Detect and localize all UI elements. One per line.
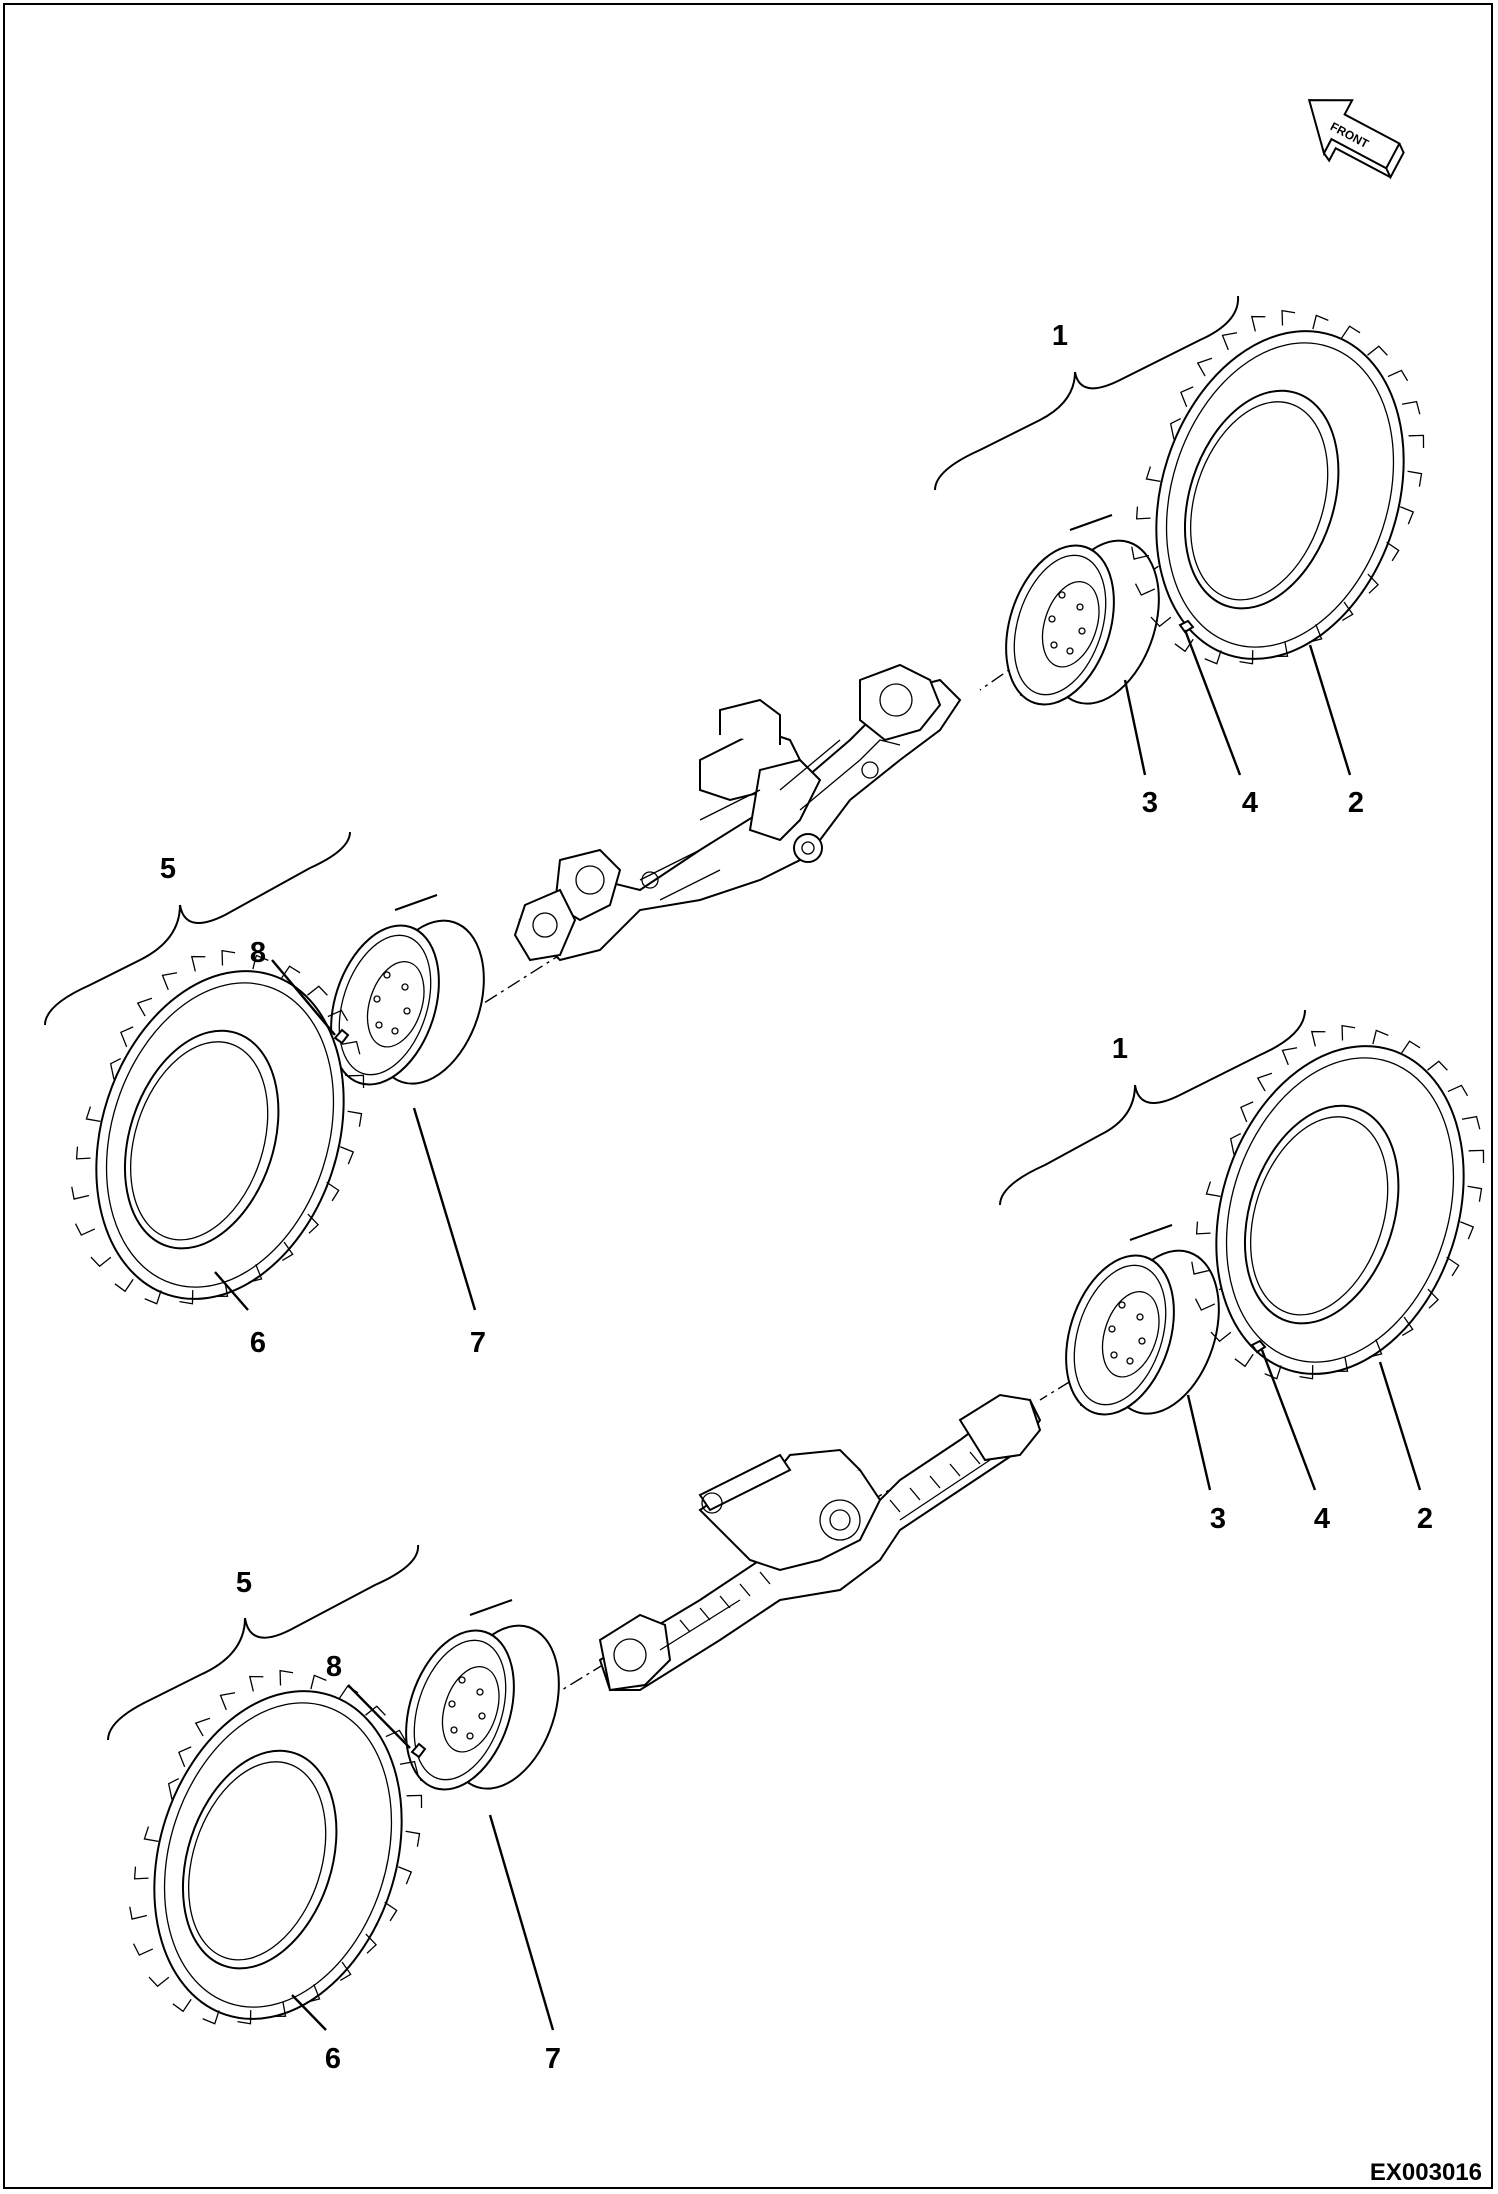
- callout-wheel-assembly-left: 5: [160, 853, 176, 885]
- rear-axle-housing: [598, 1393, 1042, 1692]
- callout-valve-right-rear: 4: [1314, 1503, 1330, 1535]
- front-right-rim: [986, 514, 1180, 720]
- rear-right-brace: [999, 1009, 1306, 1206]
- rear-axle-assembly: 1 3 4 2 5 8 6 7: [95, 995, 1498, 2075]
- front-right-brace: [934, 295, 1240, 491]
- rear-left-valve: [410, 1742, 427, 1759]
- front-left-brace: [44, 831, 351, 1026]
- callout-rim-right: 3: [1142, 787, 1158, 819]
- rear-right-valve: [1250, 1339, 1267, 1354]
- rear-right-rim: [1046, 1224, 1240, 1430]
- front-right-valve: [1178, 619, 1195, 634]
- callout-rim-right-rear: 3: [1210, 1503, 1226, 1535]
- front-axle-housing: [513, 663, 962, 962]
- front-arrow-icon: FRONT: [1307, 99, 1405, 180]
- callout-wheel-assembly-right-rear: 1: [1112, 1033, 1128, 1065]
- front-axle-assembly: 1 3 4 2 5 8 6 7: [37, 280, 1463, 1359]
- callout-tire-left-rear: 6: [325, 2043, 341, 2075]
- callout-wheel-assembly-right: 1: [1052, 320, 1068, 352]
- callout-valve-right: 4: [1242, 787, 1258, 819]
- rear-left-rim: [386, 1599, 580, 1805]
- callout-valve-left-rear: 8: [326, 1651, 342, 1683]
- front-left-valve: [333, 1028, 350, 1045]
- callout-rim-left: 7: [470, 1327, 486, 1359]
- callout-tire-right-rear: 2: [1417, 1503, 1433, 1535]
- figure-id: EX003016: [1370, 2159, 1482, 2186]
- callout-tire-right: 2: [1348, 787, 1364, 819]
- callout-tire-left: 6: [250, 1327, 266, 1359]
- rear-left-brace: [107, 1544, 420, 1741]
- callout-rim-left-rear: 7: [545, 2043, 561, 2075]
- callout-valve-left: 8: [250, 937, 266, 969]
- rear-left-tire: [95, 1640, 461, 2068]
- front-right-tire: [1097, 280, 1463, 708]
- sheet-border: [3, 3, 1493, 2189]
- callout-wheel-assembly-left-rear: 5: [236, 1567, 252, 1599]
